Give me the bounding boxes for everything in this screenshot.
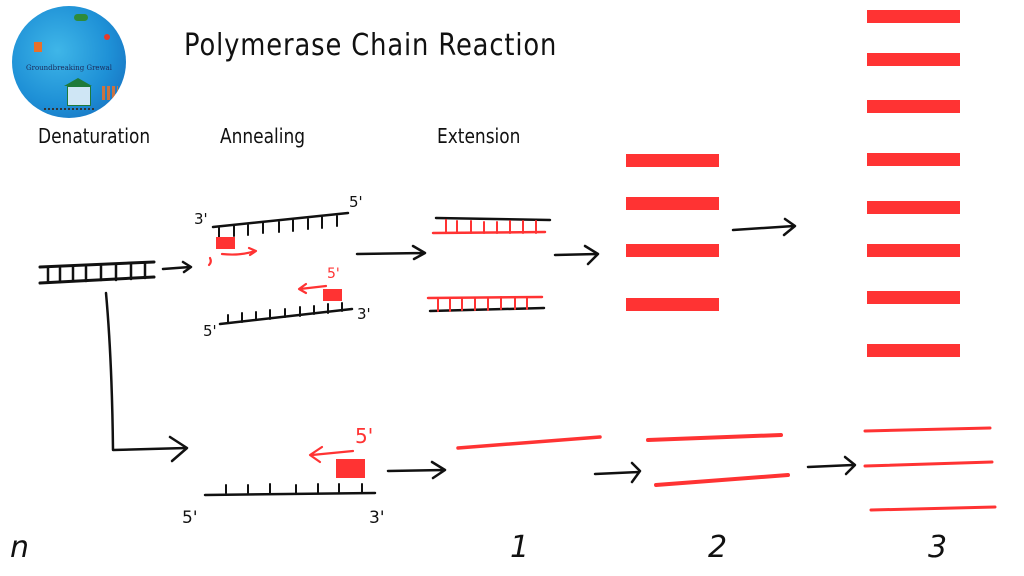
strand-end-label: 3' xyxy=(194,210,208,228)
single-strand xyxy=(869,505,997,512)
extension-direction-arrow-icon xyxy=(207,246,258,267)
cycle-label-3: 3 xyxy=(928,530,948,565)
arrow-icon xyxy=(355,244,427,261)
dna-bottom-strand xyxy=(38,275,156,285)
strand-end-label: 5' xyxy=(182,508,198,528)
cycle-label-2: 2 xyxy=(708,530,728,565)
page-title: Polymerase Chain Reaction xyxy=(184,28,558,63)
cycle-label-n: n xyxy=(10,530,30,565)
bacteria-icon xyxy=(74,14,88,21)
extension-direction-arrow-icon xyxy=(297,282,328,295)
dna-base-pairs xyxy=(46,261,147,284)
arrow-icon xyxy=(386,460,447,480)
extended-duplex-top xyxy=(431,216,552,235)
arrow-icon xyxy=(593,461,642,484)
annealing-template-top xyxy=(211,211,350,239)
strand-end-label: 5' xyxy=(203,322,217,340)
primer-block xyxy=(336,459,365,478)
dna-band xyxy=(626,298,719,311)
dna-band xyxy=(867,53,960,66)
strand-end-label: 3' xyxy=(357,305,371,323)
primer-end-label: 5' xyxy=(327,266,340,282)
primer-end-label: 5' xyxy=(355,424,374,448)
extension-direction-arrow-icon xyxy=(308,445,355,464)
arrow-icon xyxy=(806,455,857,476)
single-strands-cycle2 xyxy=(646,433,790,487)
dna-band xyxy=(867,291,960,304)
virus-icon xyxy=(34,42,42,52)
arrow-icon xyxy=(731,217,797,237)
dna-band xyxy=(867,344,960,357)
cycle-label-1: 1 xyxy=(510,530,530,565)
single-strand xyxy=(646,433,783,442)
cell-icon xyxy=(104,34,110,40)
dna-band xyxy=(867,100,960,113)
single-strand xyxy=(654,473,790,487)
arrow-icon xyxy=(553,244,600,266)
single-strand xyxy=(863,426,992,433)
dna-band xyxy=(867,10,960,23)
branch-arrow-icon xyxy=(104,291,189,463)
dna-band xyxy=(867,201,960,214)
annealing-template-bottom xyxy=(218,302,354,326)
dna-band xyxy=(867,153,960,166)
primer-block xyxy=(216,237,235,249)
logo-badge: Groundbreaking Grewal xyxy=(12,6,126,118)
step-annealing-label: Annealing xyxy=(220,124,306,148)
dna-band xyxy=(626,154,719,167)
double-stranded-dna xyxy=(38,260,156,285)
house-roof-icon xyxy=(64,78,92,86)
strand-end-label: 5' xyxy=(349,193,363,211)
dna-band xyxy=(626,244,719,257)
extended-duplex-bottom xyxy=(426,295,546,313)
logo-text: Groundbreaking Grewal xyxy=(26,64,112,72)
single-strand xyxy=(456,435,602,450)
primer-block xyxy=(323,289,342,301)
plate-grid-icon xyxy=(102,86,118,100)
step-denaturation-label: Denaturation xyxy=(38,124,151,148)
single-strands-cycle3 xyxy=(863,426,997,512)
dna-top-strand xyxy=(38,260,156,269)
dna-helix-icon xyxy=(44,108,94,114)
arrow-icon xyxy=(161,260,193,274)
strand-end-label: 3' xyxy=(369,508,385,528)
dna-band xyxy=(867,244,960,257)
dna-band xyxy=(626,197,719,210)
step-extension-label: Extension xyxy=(437,124,521,148)
house-icon xyxy=(67,86,91,106)
single-strands-cycle1 xyxy=(456,435,602,450)
lower-template-strand xyxy=(203,483,377,497)
single-strand xyxy=(863,460,994,468)
